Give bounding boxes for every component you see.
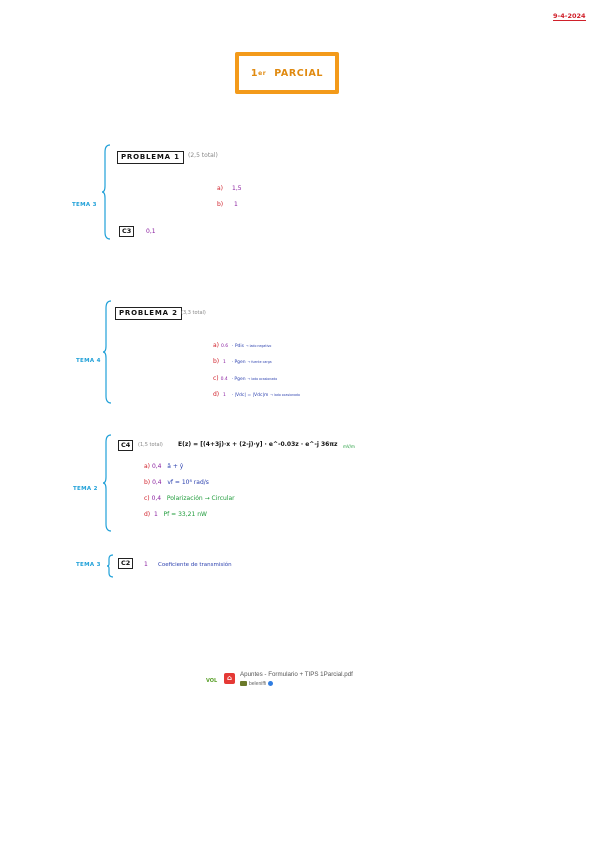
problema-1-total: (2,5 total) [188,152,218,159]
p1-b-value: 1 [234,201,238,208]
c2-box: C2 [118,558,134,569]
c4-formula-unit: mV/m [343,444,355,449]
date-label: 9-4-2024 [553,12,586,21]
c4-item-a: a) 0,4 â + ŷ [144,463,184,470]
brace-2 [102,300,112,404]
p2-item-b: b) 1 · Pgen → fuente carga [213,358,272,365]
pdf-file-icon[interactable]: ⌂ [224,673,235,684]
p1-a-value: 1,5 [232,185,242,192]
brace-4 [106,554,114,578]
problema-2-total: (3,3 total) [181,310,206,316]
title-sup: er [258,69,267,77]
c4-item-b: b) 0,4 vf = 10⁸ rad/s [144,479,209,486]
c4-box: C4 [118,440,134,451]
c3-box: C3 [119,226,135,237]
c3-value: 0,1 [146,228,156,235]
c2-points: 1 [144,561,148,568]
verified-badge-icon [268,681,274,687]
c4-formula: E(z) = [(4+3j)·x + (2-j)·y] · e^-0.03z ·… [178,441,338,448]
attachment-user: beleniffi [240,681,274,687]
user-avatar-icon [240,681,247,687]
tema-label-4: TEMA 3 [76,562,101,568]
p2-item-c: c) 0.4 · Pgen → lado ocasionado [213,375,278,382]
p1-a-label: a) [217,185,224,192]
c4-item-c: c) 0,4 Polarización → Circular [144,495,235,502]
c2-text: Coeficiente de transmisión [158,562,232,568]
p2-item-d: d) 1 · |Vdc| = |Vdc|m → lado ocasionado [213,391,300,398]
tema-label-2: TEMA 4 [76,358,101,364]
vol-label: VOL [206,678,218,684]
p2-item-a: a) 0.6 · Pdis → lado negativo [213,342,272,349]
brace-1 [101,144,111,240]
p1-b-label: b) [217,201,224,208]
c4-item-d: d) 1 Pf = 33,21 nW [144,511,207,518]
title-number: 1 [250,67,259,79]
c4-total: (1,5 total) [138,442,163,448]
tema-label-1: TEMA 3 [72,202,97,208]
attachment-file-name[interactable]: Apuntes - Formulario + TIPS 1Parcial.pdf [240,671,353,678]
tema-label-3: TEMA 2 [73,486,98,492]
problema-2-box: PROBLEMA 2 [115,307,182,320]
title-text: PARCIAL [274,67,324,79]
problema-1-box: PROBLEMA 1 [117,151,184,164]
brace-3 [102,434,112,532]
